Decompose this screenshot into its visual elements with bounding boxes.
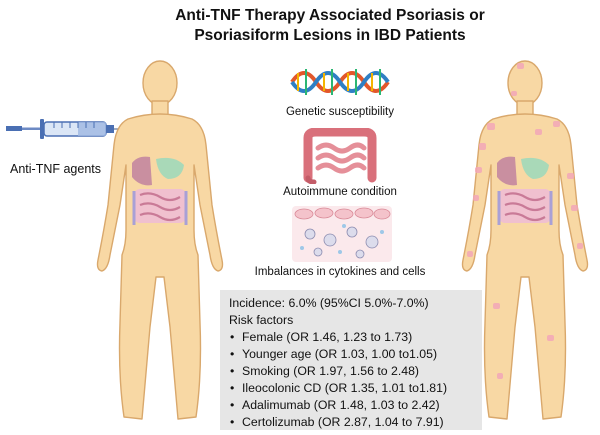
title-line-1: Anti-TNF Therapy Associated Psoriasis or [175,7,485,24]
cells-icon [292,206,392,262]
bullet: • [230,364,235,378]
risk-factor-text: Female (OR 1.46, 1.23 to 1.73) [242,330,413,344]
internal-organs-right [497,156,553,225]
internal-organs-left [132,156,188,225]
human-body-right [461,60,589,420]
risk-factor-list: • Female (OR 1.46, 1.23 to 1.73) • Younger… [229,329,473,431]
risk-factors-heading: Risk factors [229,313,294,327]
dna-icon [290,69,390,95]
title-line-2: Psoriasiform Lesions in IBD Patients [194,27,466,44]
risk-factor-item: • Certolizumab (OR 2.87, 1.04 to 7.91) [229,414,473,431]
incidence-text: Incidence: 6.0% (95%CI 5.0%-7.0%) [229,296,429,310]
bullet: • [230,398,235,412]
body-silhouette [461,60,589,420]
page-title: Anti-TNF Therapy Associated Psoriasis or… [170,6,490,46]
risk-factor-item: • Adalimumab (OR 1.48, 1.03 to 2.42) [229,397,473,414]
psoriasis-lesions [467,63,583,379]
cytokines-cells-label: Imbalances in cytokines and cells [254,266,426,278]
genetic-susceptibility-label: Genetic susceptibility [285,106,395,118]
human-body-left [96,60,224,420]
risk-factor-item: • Ileocolonic CD (OR 1.35, 1.01 to1.81) [229,380,473,397]
risk-info-box: Incidence: 6.0% (95%CI 5.0%-7.0%) Risk f… [220,290,482,430]
risk-factor-text: Certolizumab (OR 2.87, 1.04 to 7.91) [242,415,444,429]
risk-factor-text: Ileocolonic CD (OR 1.35, 1.01 to1.81) [242,381,448,395]
bullet: • [230,347,235,361]
risk-factor-item: • Smoking (OR 1.97, 1.56 to 2.48) [229,363,473,380]
risk-factor-text: Adalimumab (OR 1.48, 1.03 to 2.42) [242,398,440,412]
bullet: • [230,415,235,429]
autoimmune-condition-label: Autoimmune condition [283,186,397,198]
anti-tnf-agents-label: Anti-TNF agents [10,162,102,176]
bullet: • [230,381,235,395]
risk-factor-item: • Younger age (OR 1.03, 1.00 to1.05) [229,346,473,363]
risk-factor-text: Smoking (OR 1.97, 1.56 to 2.48) [242,364,420,378]
intestine-icon [303,128,377,184]
body-silhouette [96,60,224,420]
risk-factor-item: • Female (OR 1.46, 1.23 to 1.73) [229,329,473,346]
bullet: • [230,330,235,344]
risk-factor-text: Younger age (OR 1.03, 1.00 to1.05) [242,347,438,361]
